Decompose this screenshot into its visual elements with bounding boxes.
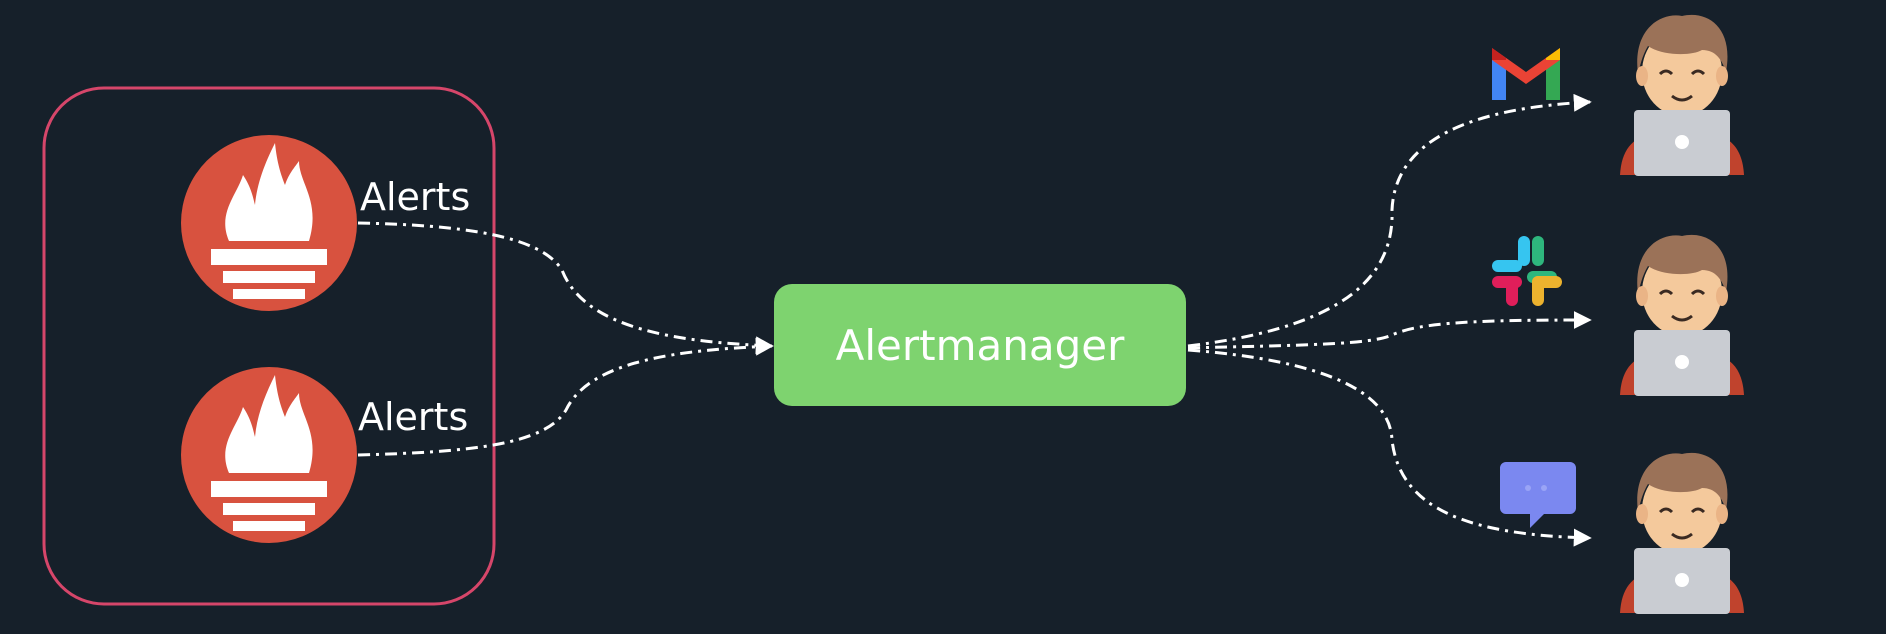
recipient-person-1-icon — [1618, 13, 1746, 178]
recipient-person-3-icon — [1618, 451, 1746, 616]
edge-label-alerts-2: Alerts — [358, 395, 468, 439]
flow-arrow-prometheus-2-to-alertmanager — [357, 337, 774, 457]
recipient-person-2-icon — [1618, 233, 1746, 398]
chat-message-icon — [1500, 462, 1576, 528]
prometheus-group-box — [42, 86, 496, 606]
edge-label-alerts-1: Alerts — [360, 175, 470, 219]
alertmanager-label: Alertmanager — [836, 321, 1125, 370]
prometheus-logo-icon — [181, 135, 357, 311]
flow-arrow-alertmanager-to-chat — [1187, 348, 1592, 547]
gmail-icon — [1492, 48, 1560, 100]
flow-arrow-alertmanager-to-gmail — [1187, 93, 1592, 348]
alertmanager-box — [774, 284, 1186, 406]
prometheus-logo-icon — [181, 367, 357, 543]
alertmanager-node: Alertmanager — [774, 284, 1186, 406]
prometheus-server-1 — [181, 135, 357, 311]
flow-arrow-alertmanager-to-slack — [1187, 311, 1592, 350]
flow-arrow-prometheus-1-to-alertmanager — [357, 221, 774, 355]
slack-icon — [1492, 236, 1562, 306]
prometheus-server-2 — [181, 367, 357, 543]
